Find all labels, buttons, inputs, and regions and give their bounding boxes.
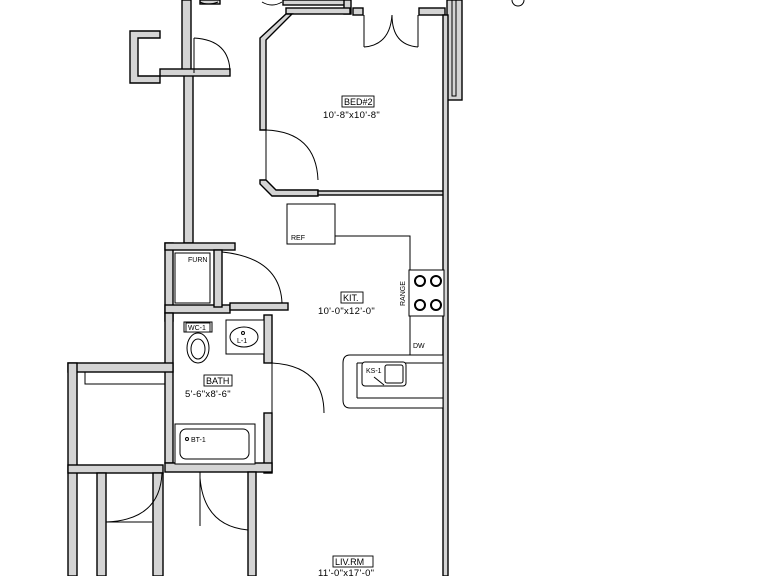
door-bed2-arc-r: [391, 14, 419, 48]
wall-furn-top: [164, 242, 236, 251]
label-bed2-name: BED#2: [344, 97, 373, 107]
wall-bed2-angled: [259, 13, 294, 131]
furnace: FURN: [174, 252, 211, 304]
wall-top-frag-e: [418, 7, 446, 16]
wall-right-column: [446, 0, 463, 101]
wall-bed2-lower-angled: [259, 179, 319, 197]
label-living-box: [332, 555, 374, 568]
wall-bath-right-lower: [263, 412, 273, 474]
bathtub-drain: [185, 437, 189, 441]
wall-top-frag-b: [282, 0, 350, 6]
label-dw: DW: [413, 343, 425, 350]
wall-top-frag-f: [352, 7, 364, 16]
label-living-dims: 11'-0"x17'-0": [318, 568, 374, 576]
bathtub: [174, 423, 256, 465]
wall-bath-bottom-ext: [247, 471, 257, 576]
label-tub: BT-1: [191, 437, 206, 444]
label-kit-name: KIT.: [343, 293, 359, 303]
fixture-top-right-circle: [511, 0, 525, 7]
wall-lower-mid-stub: [152, 472, 164, 576]
label-bath-box: [203, 374, 233, 387]
walls: [67, 0, 463, 576]
label-bed2-dims: 10'-8"x10'-8": [323, 110, 380, 121]
label-sink: KS-1: [366, 368, 382, 375]
door-arc-top-left: [199, 1, 219, 5]
doors: [105, 0, 525, 531]
door-arc-top-mid: [261, 1, 283, 6]
range-burners: [414, 275, 442, 311]
label-kit-box: [340, 291, 364, 304]
wall-bath-left: [164, 312, 174, 464]
refrigerator: [286, 203, 336, 245]
label-wc-box: [185, 322, 211, 333]
kitchen-sink-bowl: [384, 364, 404, 384]
wall-lower-left-stub: [67, 464, 164, 474]
door-closet-lower-arc: [105, 472, 163, 523]
door-closet-arc: [193, 37, 231, 74]
lavatory-basin: [229, 326, 259, 348]
burner: [414, 299, 426, 311]
wall-lower-left-inner: [96, 472, 107, 576]
wall-top-frag-d: [285, 7, 351, 15]
bath-fixtures: WC-1 L-1 BT-1: [174, 319, 265, 465]
wall-furn-right: [213, 249, 223, 308]
label-kit-dims: 10'-0"x12'-0": [318, 306, 375, 317]
wall-lower-left-top: [67, 362, 174, 373]
furnace-unit: [174, 252, 211, 304]
burner: [414, 275, 426, 287]
wall-furn-right-ext: [229, 302, 289, 311]
closet-shelf-line: [84, 372, 165, 385]
kitchen-fixtures: REF RANGE DW KS-1: [286, 203, 445, 409]
wall-left-upper: [181, 0, 192, 74]
door-living-arc: [199, 477, 249, 531]
label-bath-dims: 5'-6"x8'-6": [185, 389, 231, 400]
label-bath-name: BATH: [206, 376, 229, 386]
label-living-name: LIV.RM: [335, 557, 364, 567]
door-bed2-arc-l: [363, 14, 393, 48]
kitchen-sink: [361, 361, 407, 387]
wall-bed2-bottom: [317, 190, 445, 196]
label-wc: WC-1: [188, 325, 206, 332]
door-furn-arc: [221, 251, 283, 304]
label-ref: REF: [291, 235, 305, 242]
door-bath-arc: [271, 362, 325, 414]
bathtub-inner: [179, 428, 250, 460]
door-bed2-bottom-arc: [265, 129, 319, 181]
burner: [430, 275, 442, 287]
label-lav: L-1: [237, 338, 247, 345]
wall-closet-nub: [129, 30, 161, 84]
lavatory-drain: [241, 331, 245, 335]
label-bed2-box: [341, 95, 375, 108]
toilet-bowl-inner: [190, 338, 206, 360]
wall-left-mid: [183, 72, 194, 244]
room-labels: BED#2 10'-8"x10'-8" KIT. 10'-0"x12'-0" B…: [185, 95, 380, 576]
wall-closet-bottom: [159, 68, 231, 77]
sink-faucet: [373, 376, 385, 386]
label-furn: FURN: [188, 257, 207, 264]
wall-bath-right-upper: [263, 314, 273, 364]
wall-right-inner-line: [451, 0, 457, 97]
burner: [430, 299, 442, 311]
label-range: RANGE: [400, 281, 407, 306]
